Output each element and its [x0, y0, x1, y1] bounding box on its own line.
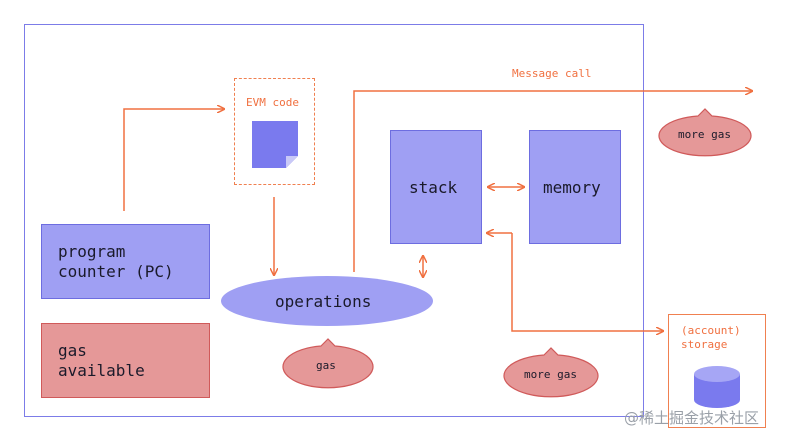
program-counter-label: program counter (PC) — [58, 242, 174, 281]
arrow-stack-storage — [511, 233, 663, 331]
message-call-label: Message call — [512, 67, 592, 80]
arrow-message-call — [353, 91, 752, 272]
watermark: @稀土掘金技术社区 — [624, 409, 760, 427]
account-storage-block: (account) storage — [668, 314, 766, 428]
program-counter-block: program counter (PC) — [41, 224, 210, 299]
gas-bubble-label: gas — [316, 359, 336, 372]
stack-label: stack — [409, 178, 458, 197]
gas-available-label: gas available — [58, 341, 145, 380]
stack-block: stack — [390, 130, 482, 244]
operations-ellipse — [221, 276, 433, 326]
arrow-pc-to-evm — [123, 109, 224, 211]
memory-label: memory — [543, 178, 601, 197]
memory-block: memory — [529, 130, 621, 244]
more-gas-bubble-lower — [503, 347, 599, 398]
code-document-icon — [252, 121, 298, 168]
gas-bubble — [282, 338, 374, 389]
more-gas-lower-label: more gas — [524, 368, 577, 381]
evm-boundary — [24, 24, 644, 417]
evm-code-label: EVM code — [246, 96, 299, 109]
evm-code-block: EVM code — [234, 78, 315, 185]
gas-available-block: gas available — [41, 323, 210, 398]
database-icon — [694, 366, 740, 408]
storage-label: (account) storage — [681, 324, 741, 351]
operations-label: operations — [275, 292, 372, 311]
more-gas-upper-label: more gas — [678, 128, 731, 141]
more-gas-bubble-upper — [658, 108, 752, 157]
